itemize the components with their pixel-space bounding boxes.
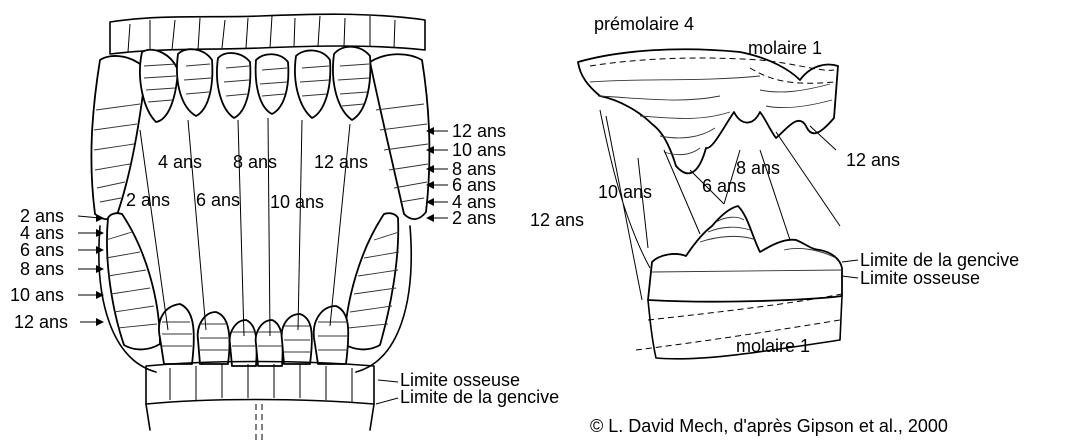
credit-text: © L. David Mech, d'après Gipson et al., … [590,416,948,436]
age-label: 6 ans [20,240,64,260]
age-label: 8 ans [233,152,277,172]
gum-limit-label: Limite de la gencive [400,387,559,407]
age-label: 12 ans [530,210,584,230]
age-label: 10 ans [598,182,652,202]
age-label: 2 ans [126,190,170,210]
age-label: 2 ans [452,208,496,228]
molar-1-top-label: molaire 1 [748,38,822,58]
age-label: 12 ans [314,152,368,172]
age-label: 10 ans [270,192,324,212]
incisor-age-labels: 4 ans 8 ans 12 ans 2 ans 6 ans 10 ans [126,152,368,212]
lower-canine-age-labels: 2 ans 4 ans 6 ans 8 ans 10 ans 12 ans [10,206,104,332]
age-label: 4 ans [158,152,202,172]
age-label: 10 ans [10,285,64,305]
bone-limit-label: Limite osseuse [860,268,980,288]
premolar-4-label: prémolaire 4 [594,14,694,34]
front-jaw-illustration [91,14,429,443]
age-label: 12 ans [14,312,68,332]
age-label: 8 ans [20,259,64,279]
molar-1-bottom-label: molaire 1 [736,336,810,356]
age-label: 12 ans [846,150,900,170]
jaw-limit-labels: Limite osseuse Limite de la gencive [376,370,559,407]
age-label: 10 ans [452,140,506,160]
age-label: 6 ans [196,190,240,210]
age-label: 6 ans [702,176,746,196]
gum-limit-label: Limite de la gencive [860,250,1019,270]
molar-illustration [578,49,842,359]
upper-canine-age-labels: 12 ans 10 ans 8 ans 6 ans 4 ans 2 ans [426,121,506,228]
age-label: 12 ans [452,121,506,141]
age-label: 8 ans [736,158,780,178]
